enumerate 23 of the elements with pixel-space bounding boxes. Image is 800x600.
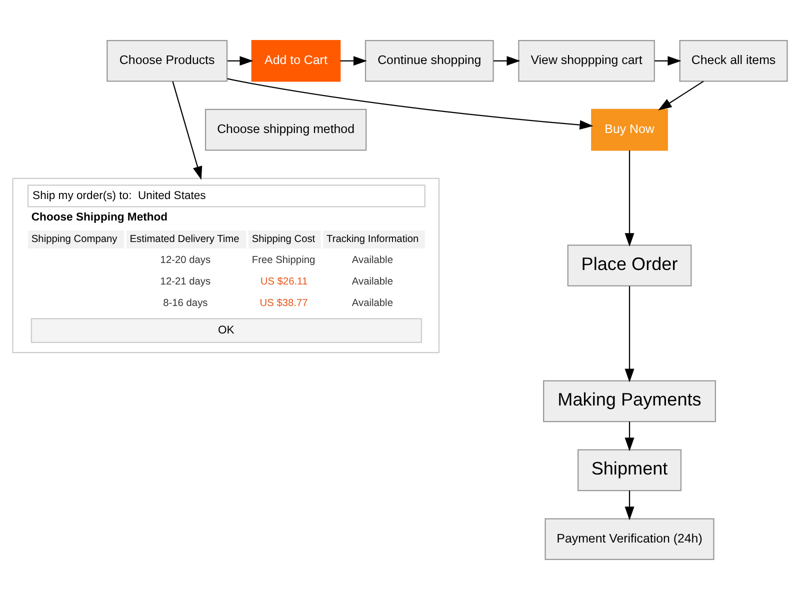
arrow (624, 490, 634, 520)
node-box: Making Payments (543, 380, 716, 422)
arrow (172, 81, 202, 180)
node-box: Buy Now (591, 108, 668, 151)
node-box: Place Order (567, 244, 692, 286)
node-box: Continue shopping (364, 40, 494, 82)
arrow (654, 56, 682, 66)
arrow (658, 80, 704, 110)
node-box: Shipment (578, 449, 682, 492)
node-box: Choose shipping method (204, 108, 367, 151)
arrow (228, 56, 254, 66)
arrow (340, 56, 368, 66)
arrow (227, 78, 594, 130)
node-box: Check all items (679, 40, 788, 82)
arrow (624, 286, 634, 382)
node-box: Payment Verification (24h) (544, 518, 714, 560)
arrow (494, 56, 520, 66)
arrow (624, 150, 634, 247)
node-box: Choose Products (106, 40, 228, 82)
arrow (624, 422, 634, 452)
node-box: View shoppping cart (518, 40, 655, 82)
node-box: Add to Cart (251, 40, 341, 82)
node-box: Ship my order(s) to: United States Choose Shipping Method Shipping Company Estimated Delivery Time Shipping Cost Tracking Information 12-20 days Free Shipping Available 12-21 days US $26.11 Available 8-16 days US $38.77 Available OK (12, 178, 440, 354)
